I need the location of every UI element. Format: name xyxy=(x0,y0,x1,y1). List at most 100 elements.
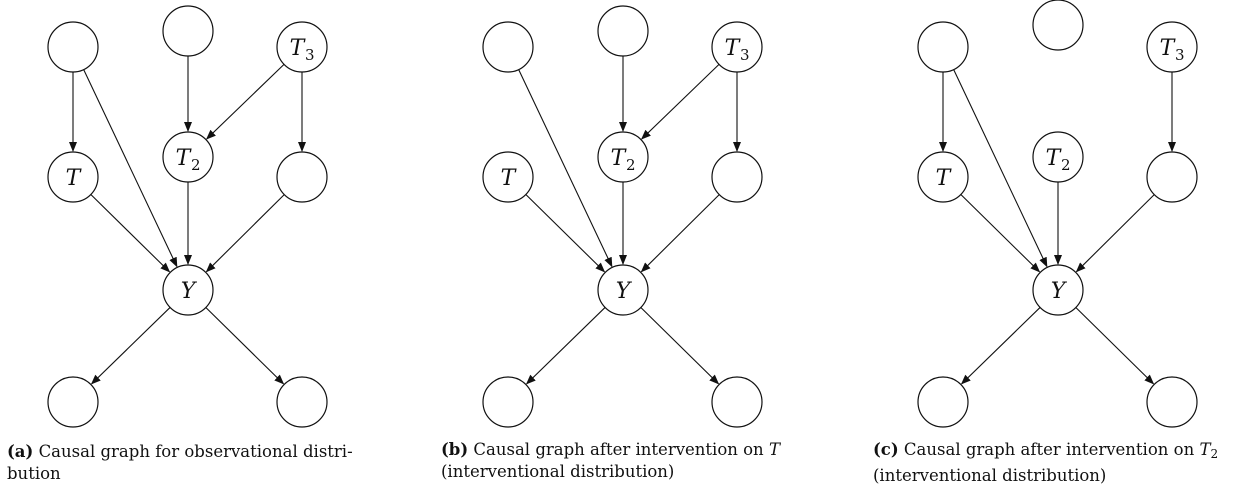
node-circle xyxy=(1032,0,1084,51)
node-top-middle xyxy=(1032,0,1084,51)
edge-center-to-bottom-right xyxy=(1075,307,1155,385)
node-circle xyxy=(1146,151,1198,203)
node-label: T xyxy=(66,166,83,191)
edge-top-right-to-mid-middle xyxy=(205,63,285,140)
node-center: Y xyxy=(1032,264,1084,316)
edge-center-to-bottom-right xyxy=(640,307,720,385)
node-label-subscript: 3 xyxy=(1175,46,1185,64)
node-mid-left: T xyxy=(47,151,99,203)
node-circle xyxy=(711,376,763,428)
node-circle xyxy=(917,21,969,73)
node-label: T xyxy=(725,36,742,61)
node-circle xyxy=(711,151,763,203)
node-label-subscript: 3 xyxy=(305,46,315,64)
node-top-left xyxy=(482,21,534,73)
edge-mid-right-to-center xyxy=(1075,194,1155,273)
node-bottom-right xyxy=(711,376,763,428)
node-bottom-left xyxy=(482,376,534,428)
node-label: T xyxy=(176,146,193,171)
node-bottom-left xyxy=(47,376,99,428)
node-label: T xyxy=(1160,36,1177,61)
node-circle xyxy=(917,376,969,428)
node-circle xyxy=(276,151,328,203)
node-mid-right xyxy=(276,151,328,203)
edge-mid-left-to-center xyxy=(90,194,171,273)
node-label: Y xyxy=(1051,279,1068,304)
caption-c-line2: (interventional distribution) xyxy=(873,466,1107,485)
edge-top-left-to-center xyxy=(518,69,613,268)
node-circle xyxy=(597,264,649,316)
node-top-middle xyxy=(162,5,214,57)
edge-mid-right-to-center xyxy=(640,194,720,273)
caption-a-line1: Causal graph for observational distri- xyxy=(38,442,353,461)
edge-top-left-to-center xyxy=(953,69,1048,268)
node-circle xyxy=(482,376,534,428)
caption-b-line2: (interventional distribution) xyxy=(441,462,675,481)
caption-b-tag: (b) xyxy=(441,440,469,459)
node-top-middle xyxy=(597,5,649,57)
caption-c-var-sub: 2 xyxy=(1210,447,1219,461)
node-label-subscript: 2 xyxy=(1061,156,1071,174)
edge-center-to-bottom-right xyxy=(205,307,285,385)
edge-center-to-bottom-left xyxy=(960,307,1041,385)
caption-b-var: T xyxy=(768,440,780,459)
node-label: T xyxy=(290,36,307,61)
node-circle xyxy=(917,151,969,203)
node-circle xyxy=(1032,131,1084,183)
node-label: T xyxy=(611,146,628,171)
node-label: Y xyxy=(616,279,633,304)
edge-center-to-bottom-left xyxy=(525,307,606,385)
node-circle xyxy=(482,21,534,73)
caption-b-line1: Causal graph after intervention on xyxy=(473,440,769,459)
caption-c-tag: (c) xyxy=(873,440,899,459)
caption-c-var: T xyxy=(1199,440,1211,459)
node-top-left xyxy=(917,21,969,73)
node-circle xyxy=(597,131,649,183)
caption-a-line2: bution xyxy=(7,464,61,483)
caption-c-line1: Causal graph after intervention on xyxy=(903,440,1200,459)
edge-top-right-to-mid-middle xyxy=(640,63,720,140)
caption-a: (a) Causal graph for observational distr… xyxy=(7,441,353,485)
node-label: T xyxy=(936,166,953,191)
node-circle xyxy=(162,131,214,183)
caption-c: (c) Causal graph after intervention on T… xyxy=(873,439,1218,487)
node-center: Y xyxy=(597,264,649,316)
node-bottom-right xyxy=(1146,376,1198,428)
node-bottom-right xyxy=(276,376,328,428)
node-mid-left: T xyxy=(482,151,534,203)
node-circle xyxy=(276,376,328,428)
node-circle xyxy=(47,21,99,73)
node-label: T xyxy=(1046,146,1063,171)
node-circle xyxy=(162,264,214,316)
node-center: Y xyxy=(162,264,214,316)
edge-mid-left-to-center xyxy=(960,194,1041,273)
node-mid-left: T xyxy=(917,151,969,203)
node-circle xyxy=(276,21,328,73)
caption-b: (b) Causal graph after intervention on T… xyxy=(441,439,780,483)
node-circle xyxy=(597,5,649,57)
node-circle xyxy=(47,151,99,203)
edge-mid-left-to-center xyxy=(525,194,606,273)
node-circle xyxy=(711,21,763,73)
node-circle xyxy=(1032,264,1084,316)
edge-top-left-to-center xyxy=(83,69,178,268)
node-mid-right xyxy=(1146,151,1198,203)
node-label-subscript: 2 xyxy=(626,156,636,174)
node-top-left xyxy=(47,21,99,73)
node-bottom-left xyxy=(917,376,969,428)
edge-center-to-bottom-left xyxy=(90,307,171,385)
node-circle xyxy=(1146,376,1198,428)
node-label: Y xyxy=(181,279,198,304)
node-mid-right xyxy=(711,151,763,203)
node-label-subscript: 2 xyxy=(191,156,201,174)
